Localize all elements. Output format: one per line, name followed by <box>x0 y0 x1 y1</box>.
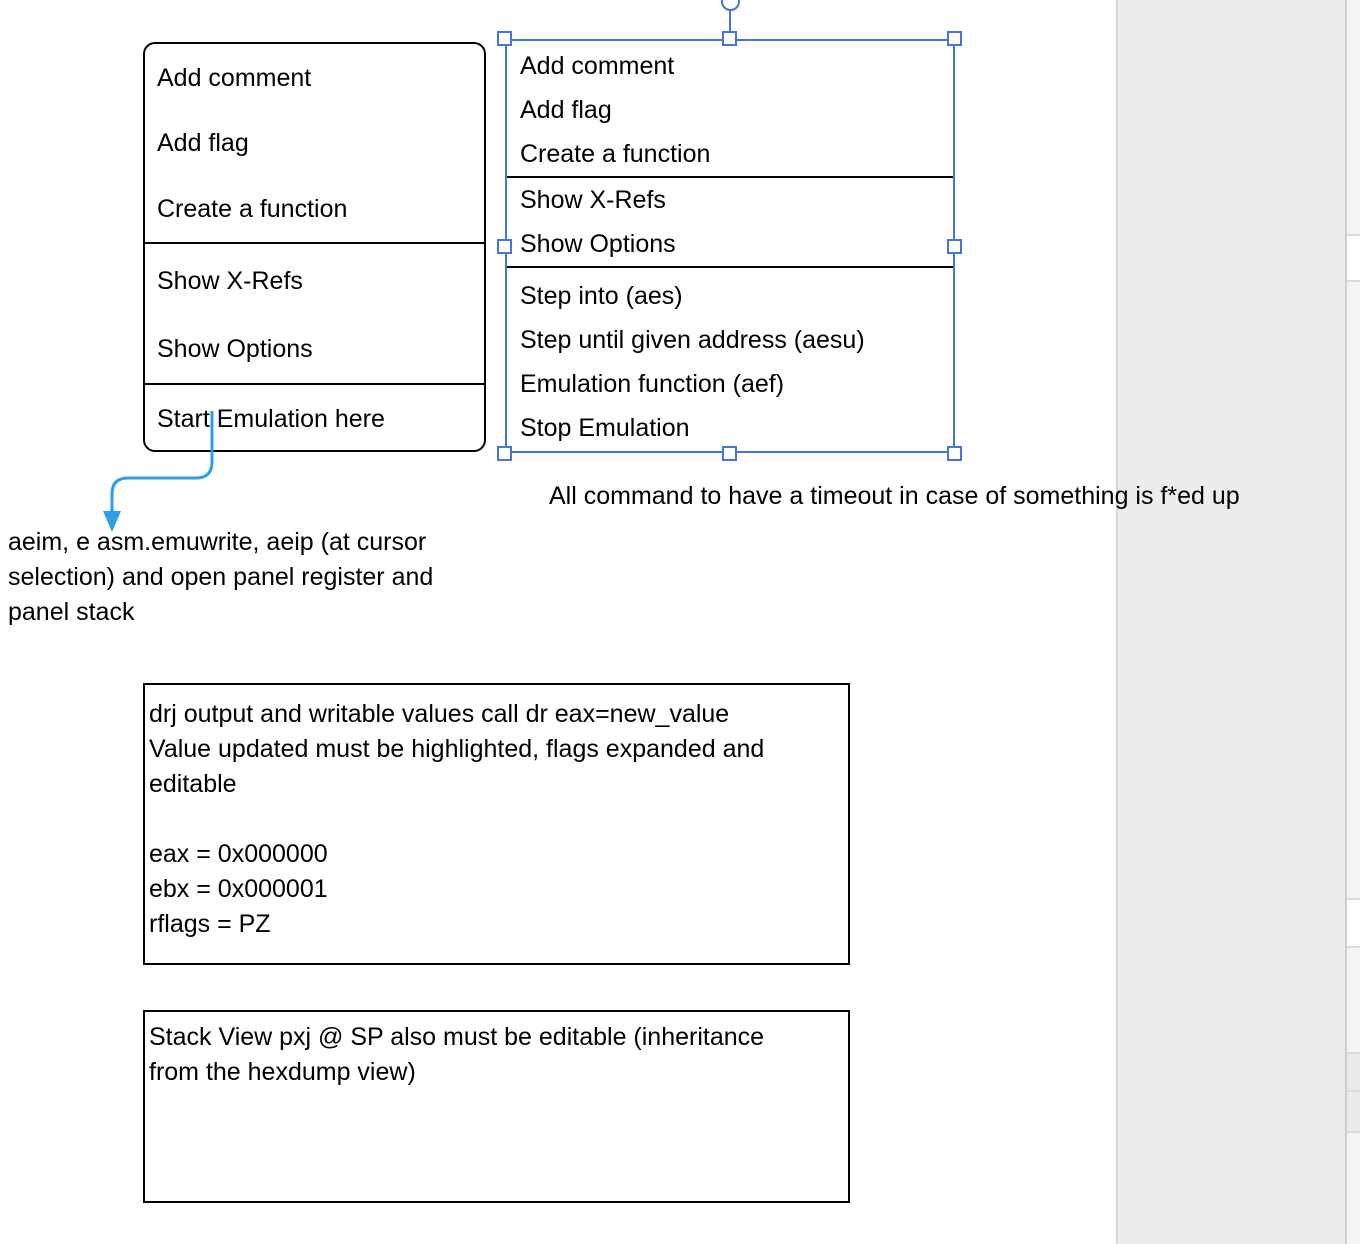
strip-divider <box>1347 1052 1360 1054</box>
strip-divider <box>1347 898 1360 900</box>
selection-handle-bottom-center[interactable] <box>722 446 737 461</box>
menu-group-show: Show X-Refs Show Options <box>507 176 953 266</box>
arrowhead-icon <box>103 511 121 532</box>
menu-item-start-emulation[interactable]: Start Emulation here <box>157 404 385 433</box>
strip-cell-white <box>1347 900 1360 946</box>
menu-group-emulation: Start Emulation here <box>145 383 484 450</box>
menu-item-add-comment[interactable]: Add comment <box>157 64 312 93</box>
selection-handle-middle-right[interactable] <box>947 239 962 254</box>
menu-item-create-function[interactable]: Create a function <box>157 194 348 223</box>
menu-item-show-xrefs[interactable]: Show X-Refs <box>520 185 666 214</box>
rotation-stem <box>729 10 731 32</box>
menu-item-create-function[interactable]: Create a function <box>520 139 711 168</box>
selection-handle-middle-left[interactable] <box>497 239 512 254</box>
selection-handle-top-center[interactable] <box>722 31 737 46</box>
rotation-handle-icon[interactable] <box>721 0 740 11</box>
strip-divider <box>1347 1131 1360 1133</box>
menu-item-show-options[interactable]: Show Options <box>520 229 676 258</box>
stack-view-box[interactable]: Stack View pxj @ SP also must be editabl… <box>143 1010 850 1203</box>
selection-handle-bottom-left[interactable] <box>497 446 512 461</box>
strip-cell-white <box>1347 236 1360 280</box>
menu-group-edit: Add comment Add flag Create a function <box>145 44 484 242</box>
menu-item-add-comment[interactable]: Add comment <box>520 52 675 81</box>
menu-item-add-flag[interactable]: Add flag <box>157 129 249 158</box>
strip-divider <box>1347 234 1360 236</box>
menu-item-step-until[interactable]: Step until given address (aesu) <box>520 325 865 354</box>
strip-divider <box>1347 946 1360 948</box>
annotation-arrow[interactable] <box>90 400 240 550</box>
canvas-background-panel <box>1116 0 1345 1244</box>
strip-cell-gray <box>1347 1054 1360 1090</box>
context-menu-shape-right[interactable]: Add comment Add flag Create a function S… <box>505 39 955 453</box>
strip-divider <box>1347 280 1360 282</box>
strip-divider <box>1347 1090 1360 1092</box>
menu-item-step-into[interactable]: Step into (aes) <box>520 281 683 310</box>
menu-item-add-flag[interactable]: Add flag <box>520 96 612 124</box>
window-edge-strip <box>1345 0 1360 1244</box>
menu-group-show: Show X-Refs Show Options <box>145 242 484 383</box>
register-view-box[interactable]: drj output and writable values call dr e… <box>143 683 850 965</box>
menu-item-stop-emulation[interactable]: Stop Emulation <box>520 414 690 443</box>
menu-item-emulation-function[interactable]: Emulation function (aef) <box>520 370 785 399</box>
context-menu-shape-left[interactable]: Add comment Add flag Create a function S… <box>143 42 486 452</box>
menu-item-show-xrefs[interactable]: Show X-Refs <box>157 267 303 296</box>
menu-item-show-options[interactable]: Show Options <box>157 334 313 363</box>
emulation-note-text[interactable]: aeim, e asm.emuwrite, aeip (at cursor se… <box>8 528 434 626</box>
selection-handle-top-right[interactable] <box>947 31 962 46</box>
menu-group-emulation: Step into (aes) Step until given address… <box>507 266 953 451</box>
selection-handle-bottom-right[interactable] <box>947 446 962 461</box>
strip-cell-gray <box>1347 1092 1360 1131</box>
selection-handle-top-left[interactable] <box>497 31 512 46</box>
timeout-note-text[interactable]: All command to have a timeout in case of… <box>549 482 1240 510</box>
menu-group-edit: Add comment Add flag Create a function <box>507 41 953 176</box>
